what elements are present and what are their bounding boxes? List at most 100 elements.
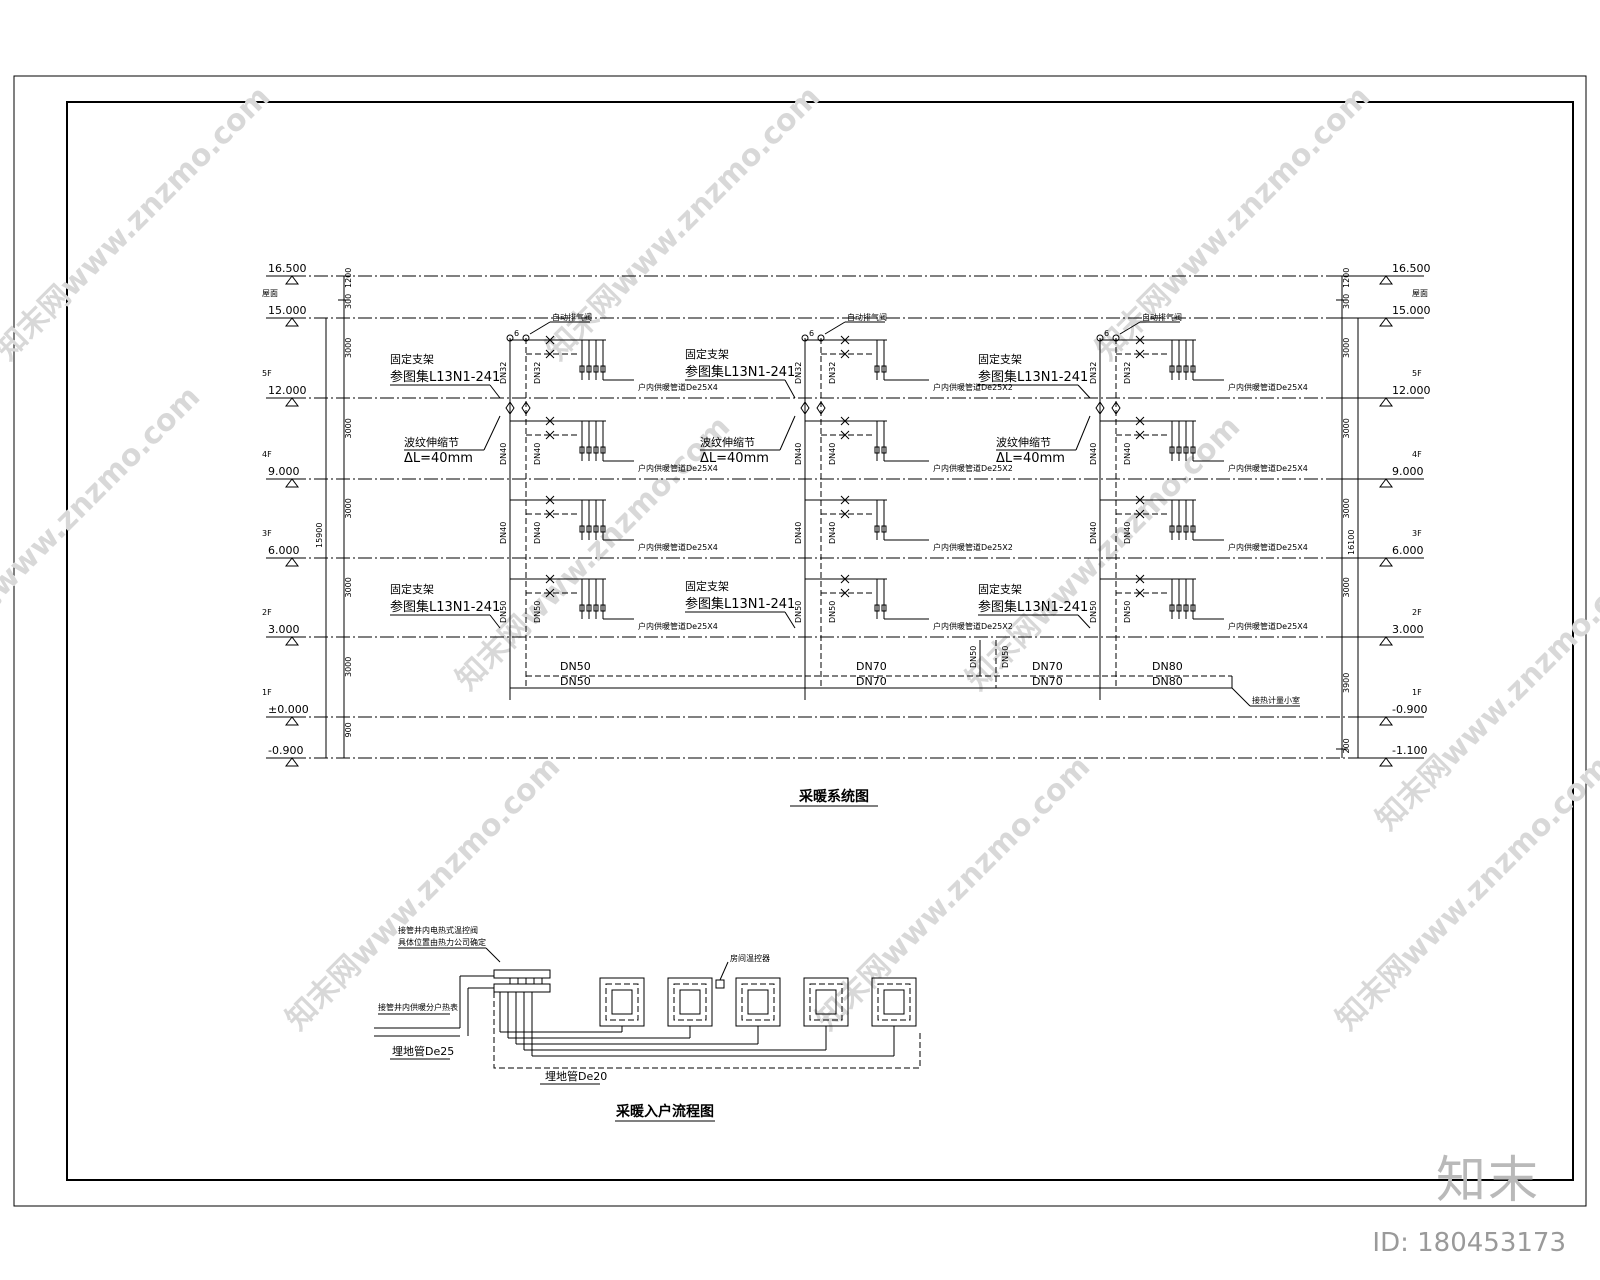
household-valve-icon xyxy=(881,604,887,612)
left-elevation-label: ±0.000 xyxy=(268,703,309,716)
fixed-support-label: 固定支架 xyxy=(685,347,729,361)
household-pipe-label: 户内供暖管道De25X4 xyxy=(638,382,718,392)
left-total-dimension: 15900 xyxy=(315,523,324,548)
household-valve-icon xyxy=(881,446,887,454)
right-dimension-value: 300 xyxy=(1342,294,1351,309)
branch-valve-icon xyxy=(1135,335,1145,345)
branch-valve-icon xyxy=(1135,509,1145,519)
bellows-joint-icon xyxy=(1095,401,1105,415)
household-valve-icon xyxy=(1169,446,1175,454)
right-dimension-value: 3000 xyxy=(1342,338,1351,358)
valve-label: 6 xyxy=(514,329,519,338)
left-dimension-value: 3000 xyxy=(344,338,353,358)
household-valve-icon xyxy=(600,604,606,612)
right-elevation-label: 9.000 xyxy=(1392,465,1424,478)
left-elevation-label: 9.000 xyxy=(268,465,300,478)
riser-size-label: DN40 xyxy=(1123,522,1132,544)
main-size-label: DN50 xyxy=(560,660,591,673)
left-dimension-value: 3000 xyxy=(344,498,353,518)
household-pipe-label: 户内供暖管道De25X4 xyxy=(638,621,718,631)
branch-valve-icon xyxy=(545,430,555,440)
flow-pipe-coil-label: 埋地管De20 xyxy=(545,1069,607,1083)
return-manifold xyxy=(493,983,551,993)
main-size-label: DN80 xyxy=(1152,675,1183,688)
atlas-reference-label: 参图集L13N1-241 xyxy=(685,596,795,612)
left-elevation-marker xyxy=(285,275,299,285)
household-valve-icon xyxy=(586,525,592,533)
riser-size-label: DN40 xyxy=(1089,522,1098,544)
fixed-support-label: 固定支架 xyxy=(390,582,434,596)
annotation-leader xyxy=(779,415,796,451)
atlas-reference-label: 参图集L13N1-241 xyxy=(390,599,500,615)
air-vent-icon xyxy=(801,334,809,342)
right-floor-label: 1F xyxy=(1412,688,1422,697)
left-elevation-label: 3.000 xyxy=(268,623,300,636)
floor-coil-core xyxy=(679,989,701,1015)
right-elevation-label: 3.000 xyxy=(1392,623,1424,636)
household-valve-icon xyxy=(881,365,887,373)
watermark-text: 知末网www.znzmo.com xyxy=(0,79,277,367)
annotation-leader xyxy=(1075,415,1091,451)
thermostat-icon xyxy=(715,979,725,989)
branch-valve-icon xyxy=(840,509,850,519)
watermark-text: 知末网www.znzmo.com xyxy=(1089,79,1377,367)
riser-size-label: DN32 xyxy=(828,362,837,384)
left-elevation-marker xyxy=(285,716,299,726)
right-dimension-value: 200 xyxy=(1342,738,1351,753)
annotation-leader xyxy=(489,384,501,399)
household-valve-icon xyxy=(586,365,592,373)
right-elevation-marker xyxy=(1379,478,1393,488)
household-valve-icon xyxy=(1183,525,1189,533)
riser-size-label: DN32 xyxy=(499,362,508,384)
household-valve-icon xyxy=(586,446,592,454)
floor-coil-inner xyxy=(809,983,843,1021)
watermark-text: 知末网www.znzmo.com xyxy=(1329,749,1600,1037)
right-floor-label: 屋面 xyxy=(1412,289,1428,298)
household-valve-icon xyxy=(1183,604,1189,612)
thermostat-leader xyxy=(719,961,729,981)
riser-size-label: DN32 xyxy=(533,362,542,384)
flow-note-location: 具体位置由热力公司确定 xyxy=(398,937,486,947)
right-elevation-marker xyxy=(1379,716,1393,726)
household-valve-icon xyxy=(874,365,880,373)
riser-size-label: DN50 xyxy=(794,601,803,623)
household-valve-icon xyxy=(579,604,585,612)
air-vent-icon xyxy=(817,334,825,342)
fixed-support-label: 固定支架 xyxy=(685,579,729,593)
left-dimension-value: 3000 xyxy=(344,577,353,597)
watermark-text: 知末网www.znzmo.com xyxy=(539,79,827,367)
leader-line xyxy=(529,321,551,335)
floor-coil-inner xyxy=(673,983,707,1021)
household-valve-icon xyxy=(1169,604,1175,612)
annotation-leader xyxy=(1077,384,1091,399)
valve-label: 6 xyxy=(809,329,814,338)
main-size-label: DN70 xyxy=(1032,675,1063,688)
left-elevation-label: -0.900 xyxy=(268,744,303,757)
main-size-label: DN70 xyxy=(1032,660,1063,673)
household-pipe-label: 户内供暖管道De25X4 xyxy=(638,542,718,552)
household-valve-icon xyxy=(1190,365,1196,373)
riser-size-label: DN50 xyxy=(533,601,542,623)
bellows-label: 波纹伸缩节 xyxy=(996,435,1051,449)
right-floor-label: 2F xyxy=(1412,608,1422,617)
delta-length-label: ΔL=40mm xyxy=(996,451,1065,466)
left-elevation-label: 16.500 xyxy=(268,262,307,275)
annotation-leader xyxy=(483,415,501,451)
riser-size-label: DN40 xyxy=(1123,443,1132,465)
riser-size-label: DN40 xyxy=(794,443,803,465)
riser-size-label: DN50 xyxy=(499,601,508,623)
left-floor-label: 1F xyxy=(262,688,272,697)
household-valve-icon xyxy=(593,604,599,612)
riser-size-label: DN40 xyxy=(828,522,837,544)
right-dimension-value: 3900 xyxy=(1342,673,1351,693)
household-valve-icon xyxy=(1169,525,1175,533)
right-elevation-label: 6.000 xyxy=(1392,544,1424,557)
branch-valve-icon xyxy=(840,588,850,598)
atlas-reference-label: 参图集L13N1-241 xyxy=(390,369,500,385)
heating-entry-flow-diagram: 接管井内电热式温控阀具体位置由热力公司确定接管井内供暖分户热表埋地管De25埋地… xyxy=(374,925,921,1085)
branch-valve-icon xyxy=(1135,430,1145,440)
floor-coil-inner xyxy=(877,983,911,1021)
fixed-support-label: 固定支架 xyxy=(978,352,1022,366)
annotation-leader xyxy=(784,379,796,399)
